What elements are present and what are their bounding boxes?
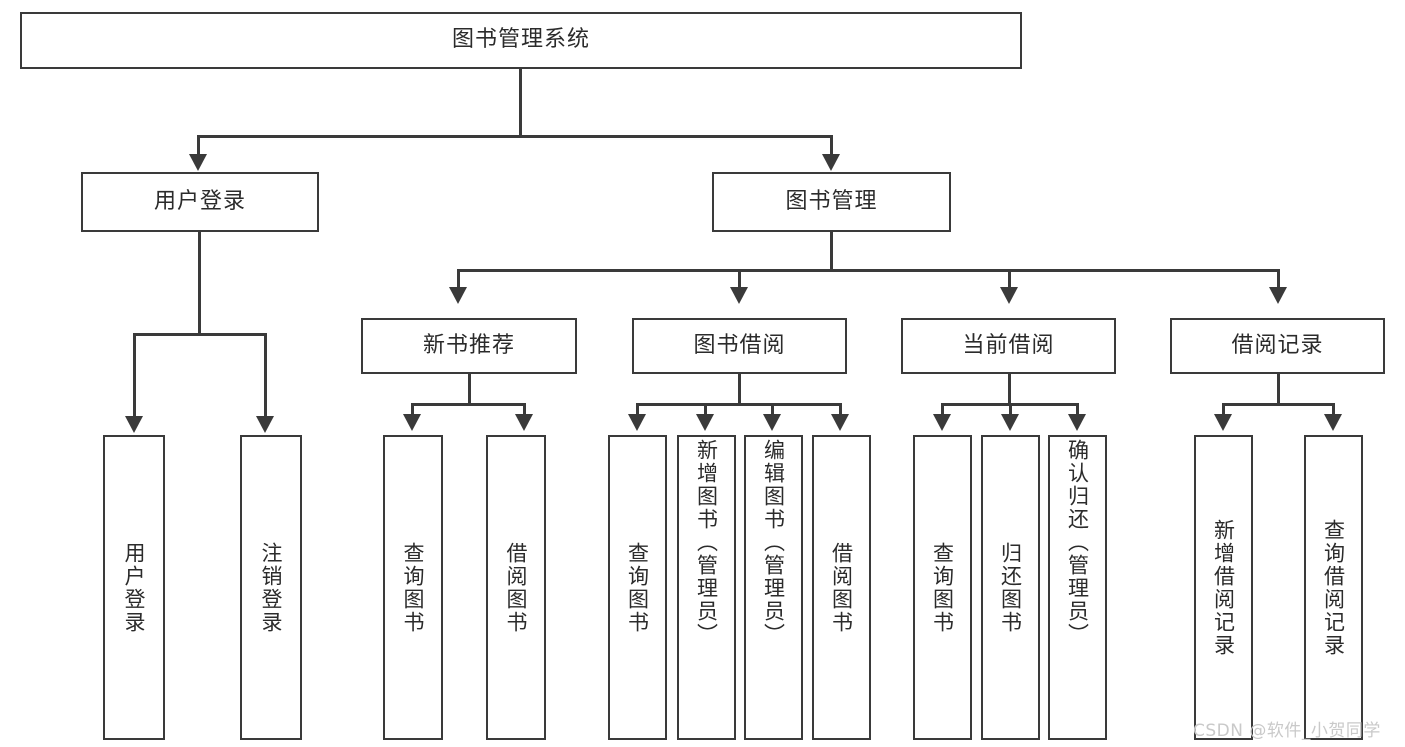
arrow-nbr-leaf-1 xyxy=(403,414,421,431)
connector-cb-c3 xyxy=(1076,403,1079,417)
arrow-bm-to-book-borrow xyxy=(730,287,748,304)
node-book-manage-label: 图书管理 xyxy=(785,188,878,214)
node-root-label: 图书管理系统 xyxy=(451,27,590,53)
node-borrow-record[interactable]: 借阅记录 xyxy=(1170,318,1385,374)
leaf-user-login-label: 用户登录 xyxy=(122,541,147,634)
leaf-cur-confirm[interactable]: 确认归还（管理员） xyxy=(1048,435,1107,740)
connector-root-to-book-manage xyxy=(830,135,833,157)
node-book-borrow-label: 图书借阅 xyxy=(693,332,786,358)
leaf-borrow-add[interactable]: 新增图书（管理员） xyxy=(677,435,736,740)
node-book-manage[interactable]: 图书管理 xyxy=(712,172,951,232)
connector-bb-stem xyxy=(738,374,741,406)
connector-user-login-stem xyxy=(198,232,201,336)
leaf-cur-return[interactable]: 归还图书 xyxy=(981,435,1040,740)
connector-cb-c1 xyxy=(941,403,944,417)
leaf-record-add[interactable]: 新增借阅记录 xyxy=(1194,435,1253,740)
connector-bm-to-book-borrow xyxy=(738,269,741,290)
leaf-borrow-add-label: 新增图书（管理员） xyxy=(694,439,719,646)
arrow-cb-leaf-1 xyxy=(933,414,951,431)
leaf-logout[interactable]: 注销登录 xyxy=(240,435,302,740)
connector-br-left xyxy=(1222,403,1225,417)
connector-bb-c4 xyxy=(839,403,842,417)
arrow-bb-leaf-3 xyxy=(763,414,781,431)
arrow-bb-leaf-4 xyxy=(831,414,849,431)
leaf-borrow-query[interactable]: 查询图书 xyxy=(608,435,667,740)
node-root[interactable]: 图书管理系统 xyxy=(20,12,1022,69)
connector-nbr-left xyxy=(411,403,414,417)
connector-book-manage-bar xyxy=(457,269,1280,272)
arrow-bb-leaf-1 xyxy=(628,414,646,431)
connector-br-stem xyxy=(1277,374,1280,406)
connector-br-right xyxy=(1332,403,1335,417)
node-current-borrow[interactable]: 当前借阅 xyxy=(901,318,1116,374)
node-current-borrow-label: 当前借阅 xyxy=(962,332,1055,358)
connector-cb-c2 xyxy=(1009,403,1012,417)
leaf-cur-query-label: 查询图书 xyxy=(930,541,955,634)
watermark: CSDN @软件_小贺同学 xyxy=(1193,721,1381,741)
connector-root-bar xyxy=(197,135,833,138)
connector-cb-stem xyxy=(1008,374,1011,406)
leaf-borrow-edit-label: 编辑图书（管理员） xyxy=(761,439,786,646)
arrow-user-login-leaf-2 xyxy=(256,416,274,433)
arrow-root-to-user-login xyxy=(189,154,207,171)
node-new-book-rec[interactable]: 新书推荐 xyxy=(361,318,577,374)
arrow-bm-to-borrow-record xyxy=(1269,287,1287,304)
connector-nbr-bar xyxy=(411,403,526,406)
node-new-book-rec-label: 新书推荐 xyxy=(422,332,515,358)
leaf-logout-label: 注销登录 xyxy=(259,541,284,634)
connector-book-manage-stem xyxy=(830,232,833,272)
leaf-record-query-label: 查询借阅记录 xyxy=(1321,518,1346,657)
connector-user-login-right xyxy=(264,333,267,419)
connector-nbr-right xyxy=(523,403,526,417)
arrow-br-leaf-2 xyxy=(1324,414,1342,431)
connector-bb-bar xyxy=(636,403,842,406)
leaf-rec-borrow[interactable]: 借阅图书 xyxy=(486,435,546,740)
connector-bm-to-borrow-record xyxy=(1277,269,1280,290)
arrow-root-to-book-manage xyxy=(822,154,840,171)
connector-bm-to-new-book-rec xyxy=(457,269,460,290)
leaf-rec-borrow-label: 借阅图书 xyxy=(504,541,529,634)
connector-root-to-user-login xyxy=(197,135,200,157)
leaf-borrow-query-label: 查询图书 xyxy=(625,541,650,634)
arrow-user-login-leaf-1 xyxy=(125,416,143,433)
connector-root-stem xyxy=(519,69,522,137)
arrow-br-leaf-1 xyxy=(1214,414,1232,431)
leaf-record-query[interactable]: 查询借阅记录 xyxy=(1304,435,1363,740)
connector-bm-to-current-borrow xyxy=(1008,269,1011,290)
connector-nbr-stem xyxy=(468,374,471,406)
leaf-cur-return-label: 归还图书 xyxy=(998,541,1023,634)
leaf-borrow-edit[interactable]: 编辑图书（管理员） xyxy=(744,435,803,740)
arrow-bm-to-current-borrow xyxy=(1000,287,1018,304)
arrow-nbr-leaf-2 xyxy=(515,414,533,431)
leaf-borrow-borrow[interactable]: 借阅图书 xyxy=(812,435,871,740)
node-user-login[interactable]: 用户登录 xyxy=(81,172,319,232)
connector-bb-c1 xyxy=(636,403,639,417)
node-user-login-label: 用户登录 xyxy=(153,188,246,214)
connector-user-login-left xyxy=(133,333,136,419)
connector-br-bar xyxy=(1222,403,1335,406)
arrow-bm-to-new-book-rec xyxy=(449,287,467,304)
arrow-cb-leaf-2 xyxy=(1001,414,1019,431)
connector-bb-c3 xyxy=(771,403,774,417)
leaf-rec-query-label: 查询图书 xyxy=(401,541,426,634)
leaf-cur-confirm-label: 确认归还（管理员） xyxy=(1065,439,1090,646)
leaf-record-add-label: 新增借阅记录 xyxy=(1211,518,1236,657)
leaf-borrow-borrow-label: 借阅图书 xyxy=(829,541,854,634)
connector-user-login-bar xyxy=(133,333,267,336)
leaf-rec-query[interactable]: 查询图书 xyxy=(383,435,443,740)
leaf-cur-query[interactable]: 查询图书 xyxy=(913,435,972,740)
arrow-bb-leaf-2 xyxy=(696,414,714,431)
node-borrow-record-label: 借阅记录 xyxy=(1231,332,1324,358)
leaf-user-login[interactable]: 用户登录 xyxy=(103,435,165,740)
arrow-cb-leaf-3 xyxy=(1068,414,1086,431)
connector-bb-c2 xyxy=(704,403,707,417)
node-book-borrow[interactable]: 图书借阅 xyxy=(632,318,847,374)
